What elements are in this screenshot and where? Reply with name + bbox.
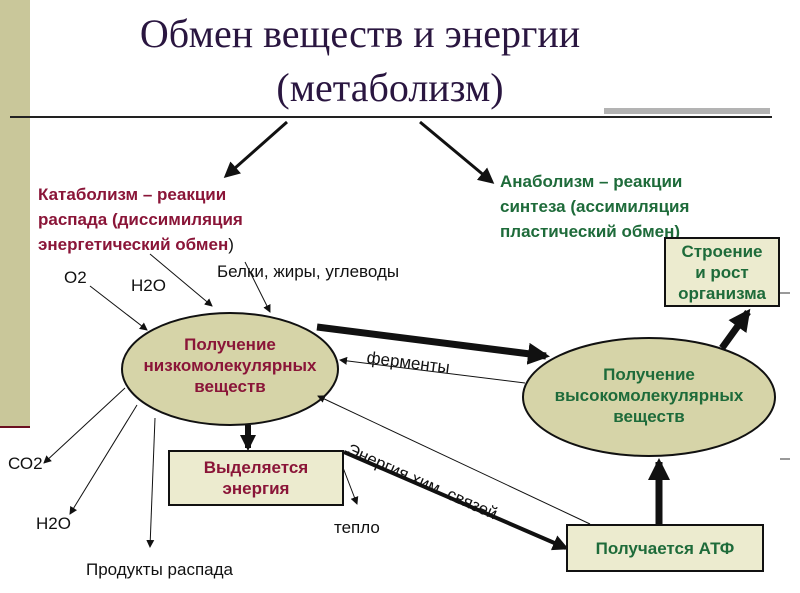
title-accent-rule <box>604 108 770 114</box>
high-molecular-ellipse <box>522 337 776 457</box>
low-molecular-ellipse <box>121 312 339 426</box>
right-edge-mark <box>780 292 790 294</box>
right-edge-mark <box>780 458 790 460</box>
arrow-nutrients-input <box>244 261 271 313</box>
arrow-to-growth-box <box>719 308 751 351</box>
anabolism-line-3: пластический обмен) <box>500 222 681 241</box>
side-bar-underline <box>0 426 30 428</box>
growth-box-line-1: Строение <box>681 241 763 261</box>
output-co2-label: СО2 <box>8 454 43 473</box>
side-decoration-bar <box>0 0 30 428</box>
arrow-to-catabolism <box>223 120 288 178</box>
catabolism-line-1: Катаболизм – реакции <box>38 185 227 204</box>
low-molecular-line-1: Получение <box>184 335 276 354</box>
growth-box-line-3: организма <box>678 283 766 303</box>
arrow-to-heat <box>341 464 359 505</box>
arrow-co2-output <box>43 387 126 464</box>
energy-box-line-2: энергия <box>222 479 290 498</box>
input-o2-label: О2 <box>64 268 87 287</box>
arrow-o2-input <box>89 285 148 331</box>
catabolism-line-2: распада (диссимиляция <box>38 210 243 229</box>
arrow-high-to-low <box>339 356 526 384</box>
high-molecular-line-2: высокомолекулярных <box>554 386 744 405</box>
arrow-to-anabolism <box>419 120 495 184</box>
arrow-low-to-high <box>316 323 550 365</box>
heat-label: тепло <box>334 518 380 537</box>
anabolism-line-1: Анаболизм – реакции <box>500 172 683 191</box>
high-molecular-line-1: Получение <box>603 365 695 384</box>
energy-released-box: Выделяется энергия <box>168 450 344 506</box>
catabolism-line-3-text: энергетический обмен <box>38 235 229 254</box>
low-molecular-line-3: веществ <box>194 377 266 396</box>
arrow-h2o-input <box>149 253 213 307</box>
output-products-label: Продукты распада <box>86 560 233 579</box>
output-h2o-label: Н2О <box>36 514 71 533</box>
low-molecular-line-2: низкомолекулярных <box>143 356 317 375</box>
arrow-products-output <box>146 417 156 548</box>
arrow-h2o-output <box>69 404 138 515</box>
energy-box-line-1: Выделяется <box>203 458 309 477</box>
arrow-atp-to-low <box>317 395 591 525</box>
low-molecular-text: Получение низкомолекулярных веществ <box>122 334 338 397</box>
input-nutrients-label: Белки, жиры, углеводы <box>217 262 400 281</box>
title-line-2: (метаболизм) <box>276 65 504 110</box>
title-line-1: Обмен веществ и энергии <box>139 11 581 56</box>
atp-box: Получается АТФ <box>566 524 764 572</box>
growth-box-line-2: и рост <box>695 262 749 282</box>
catabolism-line-3-tail: ) <box>228 235 234 254</box>
catabolism-line-3: энергетический обмен) <box>38 234 234 255</box>
high-molecular-line-3: веществ <box>613 407 685 426</box>
high-molecular-text: Получение высокомолекулярных веществ <box>523 364 775 427</box>
anabolism-line-2: синтеза (ассимиляция <box>500 197 690 216</box>
input-h2o-label: Н2О <box>131 276 166 295</box>
title-underline <box>10 116 772 118</box>
growth-box: Строение и рост организма <box>664 237 780 307</box>
arrow-chemical-energy <box>343 450 569 551</box>
